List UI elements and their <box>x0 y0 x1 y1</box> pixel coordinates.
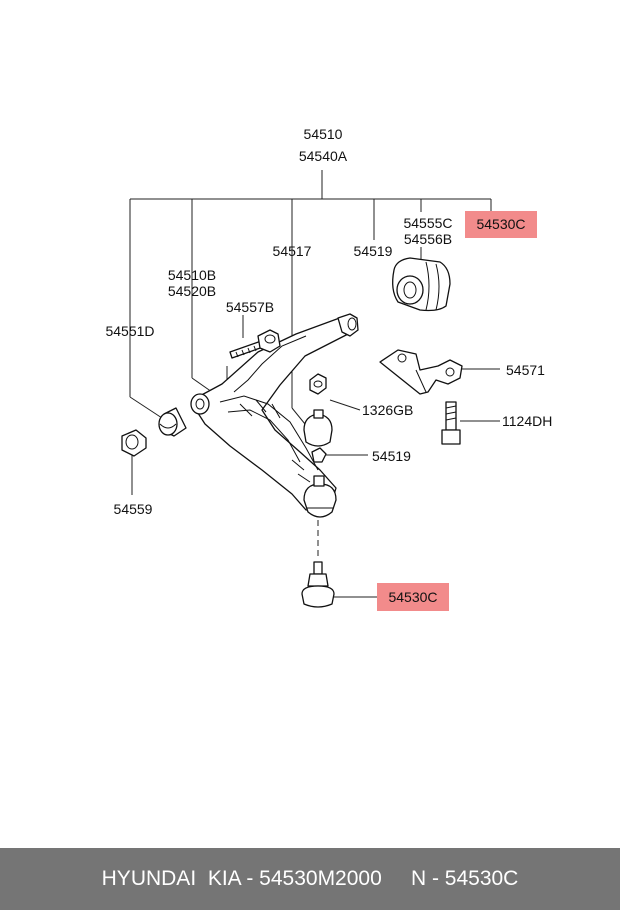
arm-ball-joint <box>303 475 337 518</box>
highlight-box-bottom <box>377 583 449 611</box>
part-labels: 54510 54540A 54555C 54556B 54530C 54517 … <box>105 126 552 605</box>
label-bushing-b: 54556B <box>404 231 452 247</box>
bolt-1124dh <box>441 401 461 445</box>
label-arm-510b: 54510B <box>168 267 216 283</box>
label-assy-1: 54510 <box>304 126 343 142</box>
ball-joint-stud <box>303 409 333 463</box>
label-nut-1326: 1326GB <box>362 402 413 418</box>
bolt-54557b <box>229 329 281 359</box>
ball-joint-54530c <box>301 561 335 608</box>
parts-diagram: 54510 54540A 54555C 54556B 54530C 54517 … <box>105 126 552 611</box>
label-bolt-519-top: 54519 <box>354 243 393 259</box>
bushing-54555c <box>392 257 451 312</box>
nut-1326gb <box>309 373 327 395</box>
washer-54559 <box>121 429 147 457</box>
bushing-54551d <box>158 407 187 437</box>
label-ball-joint-bottom: 54530C <box>388 589 437 605</box>
footer-banner: HYUNDAI KIA - 54530M2000 N - 54530C <box>0 848 620 910</box>
label-nut-519: 54519 <box>372 448 411 464</box>
label-bushing-c: 54555C <box>403 215 452 231</box>
label-bushing-551d: 54551D <box>105 323 154 339</box>
lower-control-arm <box>190 313 359 511</box>
label-arm-520b: 54520B <box>168 283 216 299</box>
label-arm-517: 54517 <box>273 243 312 259</box>
label-washer-559: 54559 <box>114 501 153 517</box>
label-ball-joint-top: 54530C <box>476 216 525 232</box>
highlight-box-top <box>465 211 537 238</box>
label-bolt-557b: 54557B <box>226 299 274 315</box>
footer-text: HYUNDAI KIA - 54530M2000 N - 54530C <box>101 867 519 890</box>
label-bolt-1124: 1124DH <box>502 413 552 429</box>
label-bracket-571: 54571 <box>506 362 545 378</box>
label-assy-2: 54540A <box>299 148 348 164</box>
bracket-54571 <box>379 349 463 395</box>
